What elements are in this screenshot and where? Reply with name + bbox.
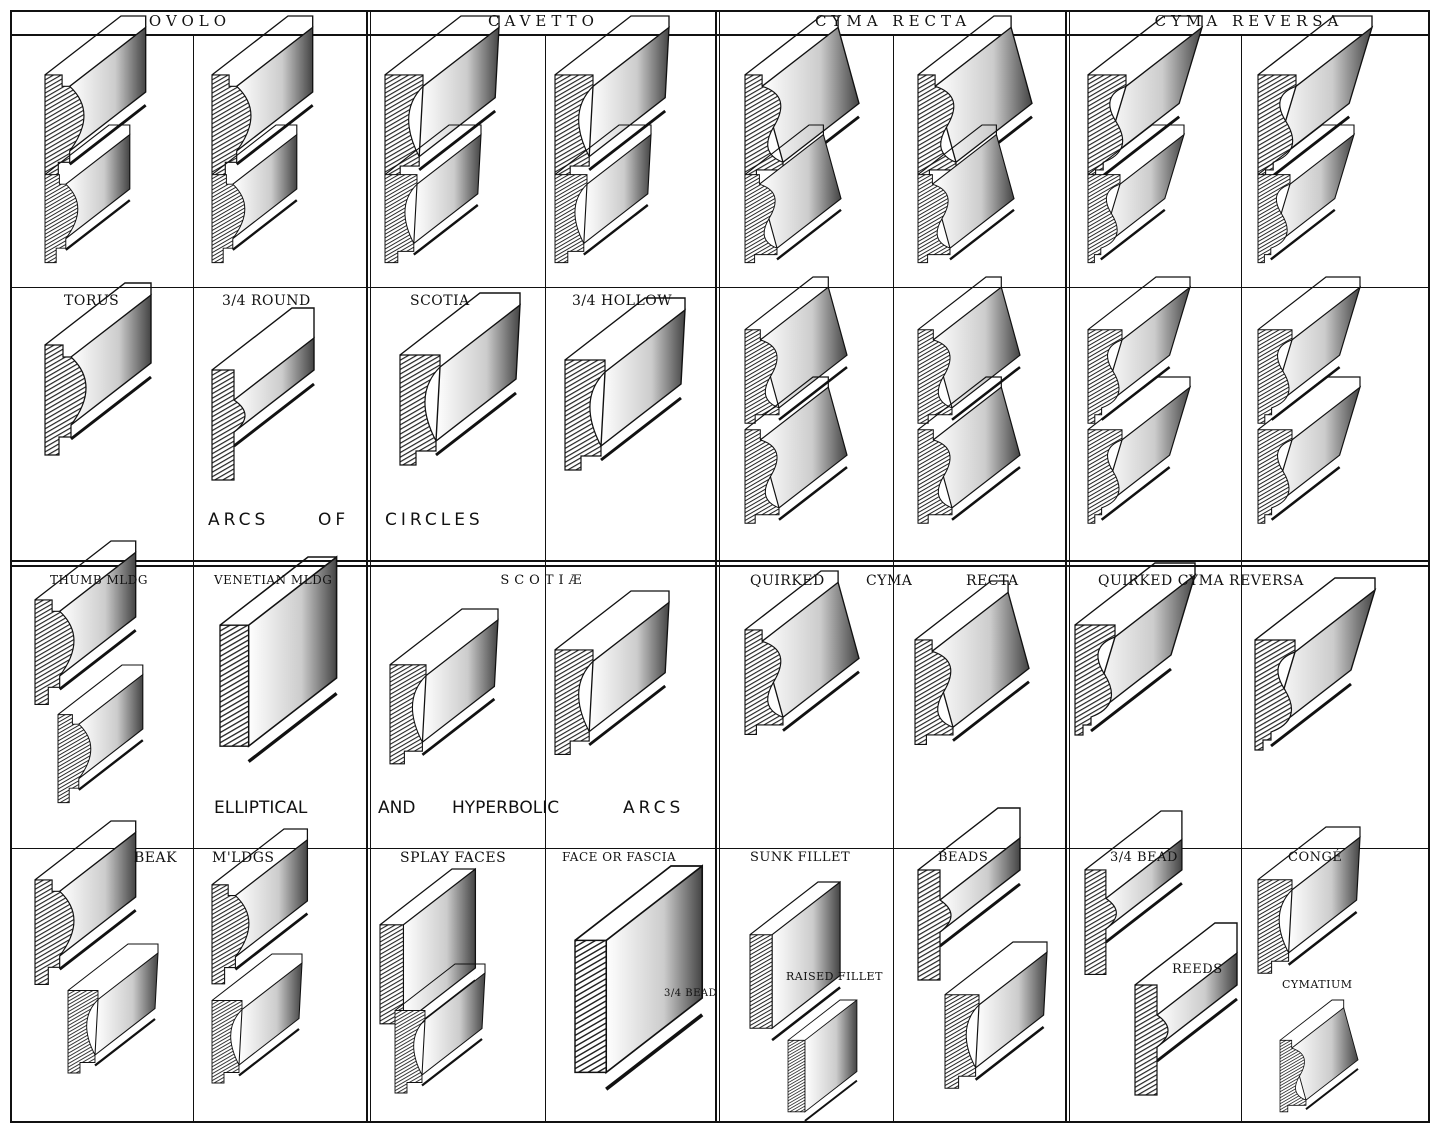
label-torus: TORUS: [64, 293, 120, 309]
header-cyma-reversa: CYMA REVERSA: [1154, 12, 1344, 30]
caption-circles: CIRCLES: [385, 510, 484, 530]
caption-elliptical: ELLIPTICAL: [214, 798, 308, 818]
molding-figure-concave: [394, 962, 486, 1093]
caption-and: AND: [378, 798, 416, 818]
label-mouldings: M'LDGS: [212, 850, 275, 866]
molding-figure-reversa: [1087, 276, 1192, 425]
molding-figure-concave: [389, 608, 499, 765]
molding-figure-block: [574, 863, 704, 1091]
molding-figure-convex: [34, 820, 137, 986]
molding-figure-reversa: [1257, 376, 1362, 525]
molding-figure-block: [219, 555, 338, 763]
label-sunk-fillet: SUNK FILLET: [750, 850, 851, 865]
label-quirked-cyma-reversa: QUIRKED CYMA REVERSA: [1098, 573, 1304, 589]
label-venetian-moulding: VENETIAN MLDG: [214, 573, 333, 587]
label-face-or-fascia: FACE OR FASCIA: [562, 850, 677, 864]
molding-figure-concave: [384, 124, 482, 264]
column-rule: [715, 10, 717, 1123]
molding-figure-bead: [1084, 810, 1183, 976]
caption-arcs: ARCS: [208, 510, 270, 530]
label-conge: CONGÉ: [1288, 850, 1343, 865]
subcolumn-rule: [545, 36, 546, 1123]
label-quirked: QUIRKED: [750, 573, 825, 589]
label-three-quarter-bead: 3/4 BEAD: [1110, 850, 1178, 865]
molding-figure-convex: [211, 15, 314, 181]
column-rule: [719, 10, 720, 1123]
molding-figure-cyma: [1279, 999, 1359, 1112]
label-scotia: SCOTIA: [410, 293, 470, 309]
label-beads: BEADS: [938, 850, 989, 865]
label-raised-fillet: RAISED FILLET: [786, 970, 883, 983]
molding-figure-convex: [44, 282, 152, 456]
molding-figure-cyma: [744, 276, 848, 425]
molding-figure-convex: [211, 828, 309, 985]
molding-figure-cyma: [744, 124, 842, 264]
molding-figure-convex: [44, 124, 131, 264]
label-cyma: CYMA: [866, 573, 913, 589]
molding-figure-block: [379, 867, 477, 1038]
molding-figure-cyma: [744, 376, 848, 525]
molding-figure-block: [787, 998, 858, 1122]
label-thumb-moulding: THUMB MLDG: [50, 573, 148, 587]
section-rule: [10, 560, 1430, 562]
molding-figure-convex: [211, 124, 298, 264]
label-scotiae: SCOTIÆ: [500, 573, 587, 588]
molding-figure-convex: [44, 15, 147, 181]
header-rule: [10, 34, 1430, 36]
molding-figure-bead: [1134, 922, 1238, 1096]
molding-figure-cyma: [917, 276, 1021, 425]
molding-figure-reversa: [1087, 124, 1186, 264]
label-splay-faces: SPLAY FACES: [400, 850, 507, 866]
molding-figure-reversa: [1257, 124, 1356, 264]
molding-figure-cyma: [917, 376, 1021, 525]
molding-figure-concave: [211, 952, 303, 1083]
label-reeds: REEDS: [1172, 962, 1223, 977]
molding-figure-cyma: [917, 124, 1015, 264]
label-cymatium: CYMATIUM: [1282, 978, 1353, 991]
molding-figure-reversa: [1087, 376, 1192, 525]
subcolumn-rule: [193, 36, 194, 1123]
molding-figure-cyma: [744, 570, 860, 736]
molding-figure-cyma: [914, 580, 1030, 746]
column-rule: [370, 10, 371, 1123]
molding-figure-bead: [917, 807, 1021, 981]
molding-figure-concave: [944, 941, 1048, 1090]
label-recta: RECTA: [966, 573, 1019, 589]
molding-figure-convex: [57, 664, 144, 804]
molding-figure-concave: [554, 15, 670, 181]
label-three-quarter-round: 3/4 ROUND: [222, 293, 311, 309]
caption-hyperbolic: HYPERBOLIC: [452, 798, 560, 818]
label-three-quarter-hollow: 3/4 HOLLOW: [572, 293, 673, 309]
molding-figure-block: [749, 881, 841, 1042]
molding-figure-concave: [554, 124, 652, 264]
row-rule: [10, 287, 1430, 288]
subcolumn-rule: [893, 36, 894, 1123]
molding-figure-concave: [564, 297, 686, 471]
molding-figure-reversa: [1257, 276, 1362, 425]
column-rule: [1065, 10, 1067, 1123]
molding-figure-convex: [34, 540, 137, 706]
molding-figure-concave: [399, 292, 521, 466]
caption-arcs-2: ARCS: [623, 798, 685, 818]
subcolumn-rule: [1241, 36, 1242, 1123]
row-rule: [10, 848, 1430, 849]
label-beak: BEAK: [134, 850, 178, 866]
molding-figure-concave: [67, 942, 159, 1073]
section-rule: [10, 565, 1430, 567]
molding-figure-concave: [554, 590, 670, 756]
header-cyma-recta: CYMA RECTA: [814, 12, 972, 30]
molding-figure-reversa: [1074, 562, 1197, 736]
label-small-bead: 3/4 BEAD: [664, 988, 718, 999]
column-rule: [1069, 10, 1070, 1123]
caption-of: OF: [318, 510, 350, 530]
molding-figure-concave: [1257, 826, 1361, 975]
column-rule: [366, 10, 368, 1123]
molding-figure-reversa: [1254, 577, 1377, 751]
header-cavetto: CAVETTO: [488, 12, 599, 30]
molding-figure-bead: [211, 307, 315, 481]
header-ovolo: OVOLO: [148, 12, 232, 30]
